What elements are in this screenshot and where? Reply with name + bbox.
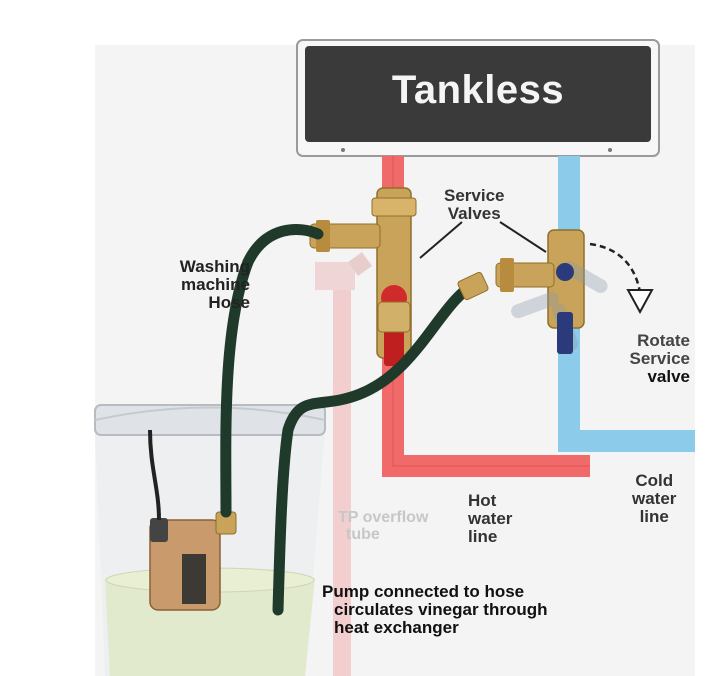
tp-overflow-tube [315,252,372,676]
cold-water-line-label: Cold water line [632,471,677,526]
rotate-service-valve-label: Rotate Service valve [629,331,691,386]
hot-service-valve [309,187,417,366]
arrow-rotate-icon [589,242,654,315]
pump-caption: Pump connected to hose circulates vinega… [322,582,548,637]
tankless-heater [296,39,660,157]
leader-line-cold-valve [499,221,547,253]
washing-machine-hose-supply [220,224,324,518]
tp-overflow-tube-label: TP overflow tube [338,509,429,543]
cold-service-valve [495,229,608,354]
washing-machine-hose-label: Washing machine Hose [179,257,250,312]
washing-machine-hose-return [272,276,484,616]
service-valves-label: Service Valves [444,186,505,223]
hot-water-line-label: Hot water line [468,491,513,546]
leader-line-hot-valve [419,221,463,259]
heater-title: Tankless [391,67,565,112]
